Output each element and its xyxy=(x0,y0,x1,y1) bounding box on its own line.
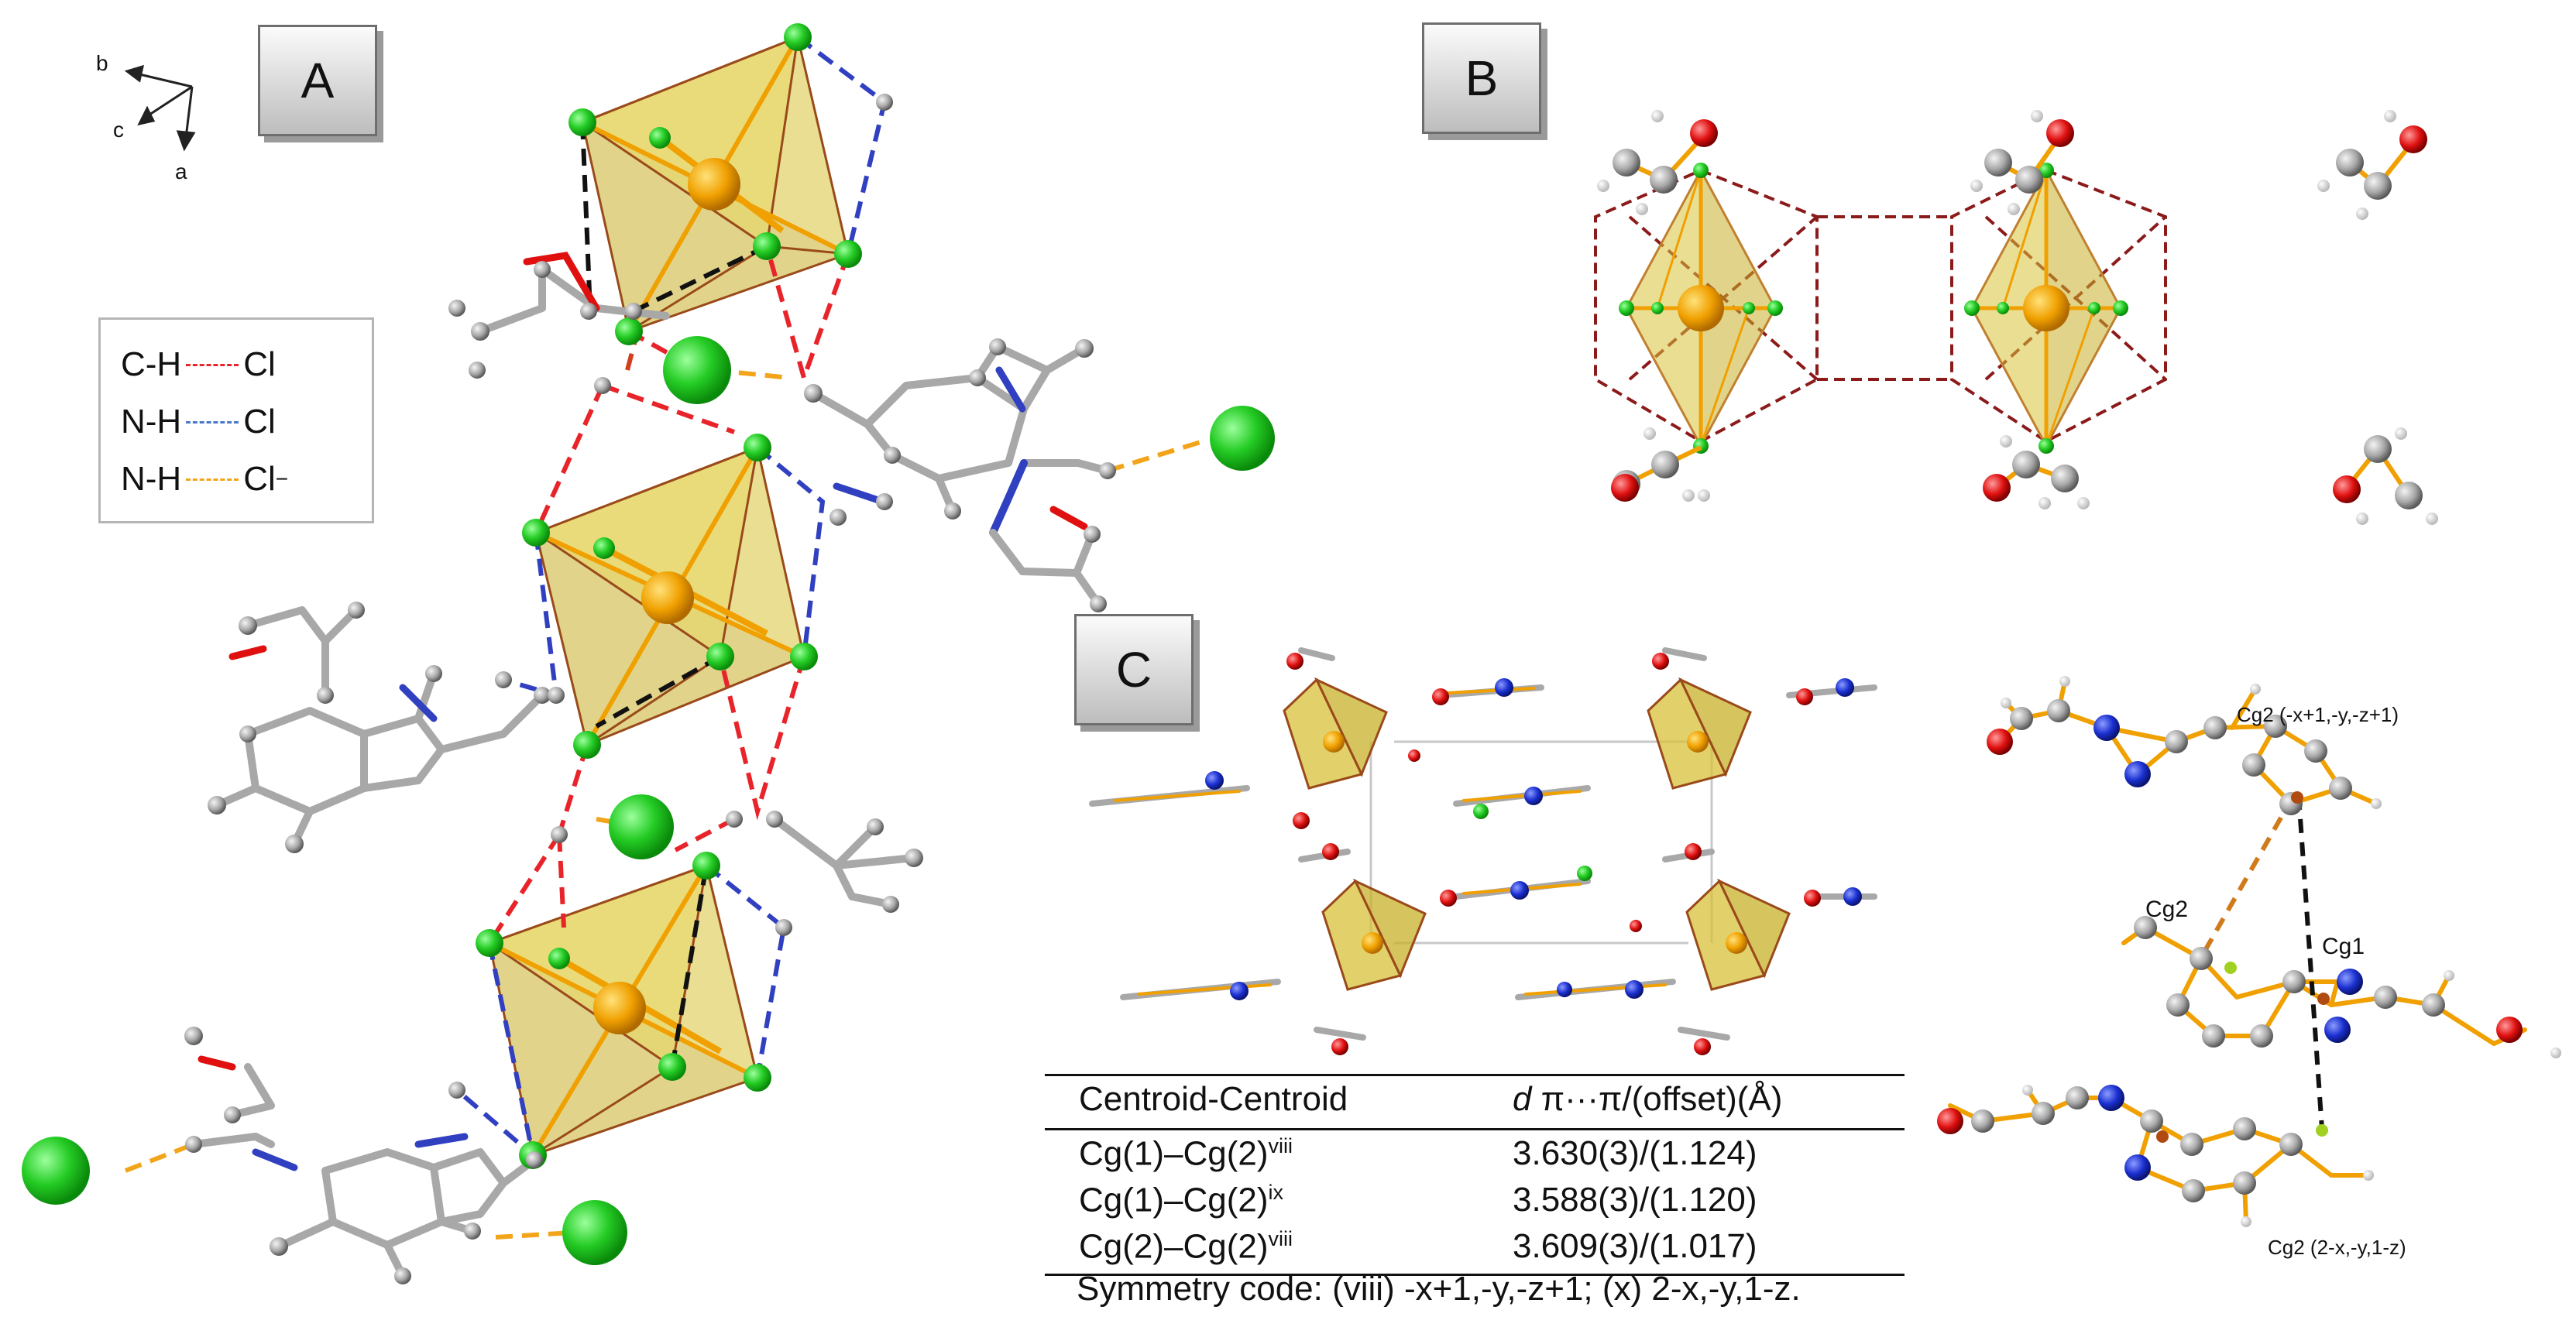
legend-row-nh-cl-ion: N-H Cl− xyxy=(121,458,288,501)
panel-a-structure xyxy=(22,23,1275,1284)
panel-label-c: C xyxy=(1074,614,1194,725)
table-cell-value: 3.588(3)/(1.120) xyxy=(1513,1181,1757,1219)
table-header-unit: π···π/(offset)(Å) xyxy=(1531,1080,1783,1118)
table-cell-pair: Cg(1)–Cg(2) xyxy=(1079,1181,1269,1219)
legend-acceptor: Cl xyxy=(243,403,276,441)
interaction-legend: C-H Cl N-H Cl N-H Cl− xyxy=(98,317,374,523)
packing-atoms xyxy=(1205,653,1862,1055)
octahedron-2 xyxy=(533,445,807,747)
axis-triad xyxy=(124,64,196,152)
cg2-bottom-label: Cg2 (2-x,-y,1-z) xyxy=(2268,1236,2406,1259)
panel-b-structure xyxy=(1594,110,2438,525)
table-row: Cg(1)–Cg(2)ix xyxy=(1079,1181,1283,1220)
legend-acceptor: Cl xyxy=(243,460,276,498)
legend-acceptor: Cl xyxy=(243,345,276,383)
table-cell-value: 3.630(3)/(1.124) xyxy=(1513,1134,1757,1172)
axis-label-c: c xyxy=(113,118,124,142)
legend-row-nh-cl: N-H Cl xyxy=(121,400,276,444)
panel-c-packing xyxy=(1089,647,1877,1055)
symmetry-footnote: Symmetry code: (viii) -x+1,-y,-z+1; (x) … xyxy=(1077,1270,1801,1308)
legend-donor: N-H xyxy=(121,403,182,441)
legend-row-ch-cl: C-H Cl xyxy=(121,343,276,386)
legend-line-blue xyxy=(186,420,239,424)
octahedron-3 xyxy=(486,863,761,1157)
table-header-pair: Centroid-Centroid xyxy=(1079,1080,1348,1118)
cg2-top-label: Cg2 (-x+1,-y,-z+1) xyxy=(2237,703,2399,726)
table-cell-sym: viii xyxy=(1268,1134,1293,1157)
table-cell-sym: viii xyxy=(1268,1227,1293,1250)
chloride-ions-a xyxy=(22,336,1275,1265)
panel-c-stacking xyxy=(1937,676,2561,1227)
legend-donor: N-H xyxy=(121,460,182,498)
panel-label-b: B xyxy=(1422,22,1541,134)
table-cell-pair: Cg(1)–Cg(2) xyxy=(1079,1134,1269,1173)
stacking-carbons xyxy=(1971,699,2445,1202)
stacking-oxygens xyxy=(1937,729,2523,1134)
table-cell-value: 3.609(3)/(1.017) xyxy=(1513,1227,1757,1265)
axis-label-b: b xyxy=(96,51,108,75)
heteroatom-bonds xyxy=(197,252,1088,1171)
table-rule-mid xyxy=(1045,1128,1905,1130)
octahedron-1 xyxy=(579,35,851,333)
side-fragments-b xyxy=(1597,110,2438,525)
stacking-hydrogens xyxy=(2001,676,2561,1227)
legend-donor: C-H xyxy=(121,345,182,383)
chloride-ligands-b xyxy=(1619,163,2128,454)
table-rule-bottom xyxy=(1045,1274,1905,1276)
axis-label-a: a xyxy=(175,159,187,183)
table-row: Cg(1)–Cg(2)viii xyxy=(1079,1134,1293,1174)
stacking-nitrogens xyxy=(2093,715,2363,1181)
table-cell-sym: ix xyxy=(1268,1181,1284,1204)
table-cell-pair: Cg(2)–Cg(2) xyxy=(1079,1227,1269,1266)
table-rule-top xyxy=(1045,1074,1905,1076)
panel-label-a: A xyxy=(258,25,377,136)
legend-line-red xyxy=(186,363,239,366)
centroid-contacts xyxy=(2197,795,2324,1130)
cg2-mid-label: Cg2 xyxy=(2145,897,2189,922)
packing-octahedra xyxy=(1283,677,1791,991)
centroid-markers xyxy=(2156,791,2330,1143)
table-row: Cg(2)–Cg(2)viii xyxy=(1079,1227,1293,1267)
legend-charge: − xyxy=(275,467,289,491)
carbon-atoms-a xyxy=(184,94,1116,1284)
table-header-d: d xyxy=(1513,1080,1532,1118)
legend-line-orange xyxy=(186,478,239,481)
packing-molecules xyxy=(1089,647,1877,1041)
table-header-distance: d π···π/(offset)(Å) xyxy=(1513,1080,1782,1119)
chloride-ligands-a xyxy=(476,23,862,1169)
cg1-label: Cg1 xyxy=(2322,934,2365,959)
